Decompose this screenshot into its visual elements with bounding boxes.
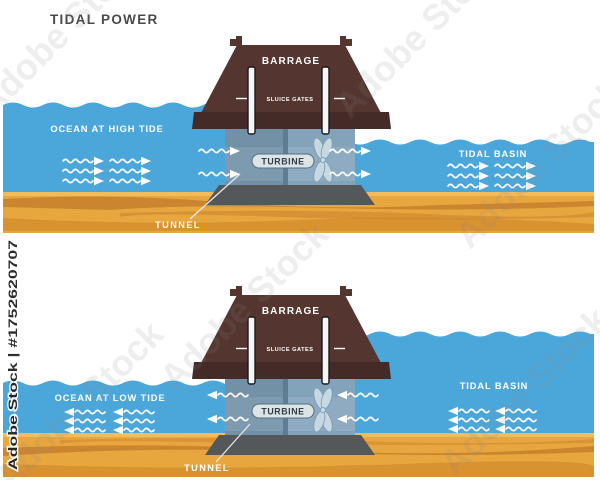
barrage-body	[201, 295, 381, 363]
ocean-label: OCEAN AT LOW TIDE	[55, 393, 166, 403]
turbine-pill	[251, 153, 315, 169]
panel-low-tide: OCEAN AT LOW TIDE TIDAL BASIN BARRAGE SL…	[3, 286, 595, 477]
basin-label: TIDAL BASIN	[460, 381, 529, 391]
barrage-label: BARRAGE	[262, 306, 320, 317]
sluice-gate-right	[321, 66, 330, 135]
page-title: TIDAL POWER	[50, 12, 159, 27]
ocean-label: OCEAN AT HIGH TIDE	[50, 124, 163, 134]
turbine-pill	[251, 403, 315, 419]
turbine-label: TURBINE	[261, 407, 304, 417]
watermark-id: Adobe Stock | #1752620707	[6, 240, 20, 470]
turbine-label: TURBINE	[261, 157, 304, 167]
panel-high-tide: OCEAN AT HIGH TIDE TIDAL BASIN BARRAGE S…	[3, 36, 594, 233]
sluice-gate-right	[321, 316, 330, 385]
tunnel-label: TUNNEL	[155, 220, 201, 230]
chimney-left	[230, 286, 242, 296]
dam-base	[205, 435, 375, 455]
sluice-gate-left	[247, 316, 256, 385]
barrage-label: BARRAGE	[262, 56, 320, 67]
basin-water-low	[290, 139, 594, 202]
chimney-left	[230, 36, 242, 46]
barrage-structure	[192, 36, 391, 205]
sluice-gates-label: SLUICE GATES	[267, 347, 314, 353]
chimney-right	[340, 286, 352, 296]
watermark-diagonal: Adobe Stock	[327, 0, 512, 126]
sluice-gate-left	[247, 66, 256, 135]
barrage-structure	[192, 286, 391, 455]
tunnel-label: TUNNEL	[184, 463, 230, 473]
dam-base	[205, 185, 375, 205]
barrage-body	[201, 45, 381, 113]
chimney-right	[340, 36, 352, 46]
sluice-gates-label: SLUICE GATES	[267, 97, 314, 103]
barrage-lip	[192, 362, 391, 379]
barrage-lip	[192, 112, 391, 129]
basin-label: TIDAL BASIN	[459, 149, 528, 159]
